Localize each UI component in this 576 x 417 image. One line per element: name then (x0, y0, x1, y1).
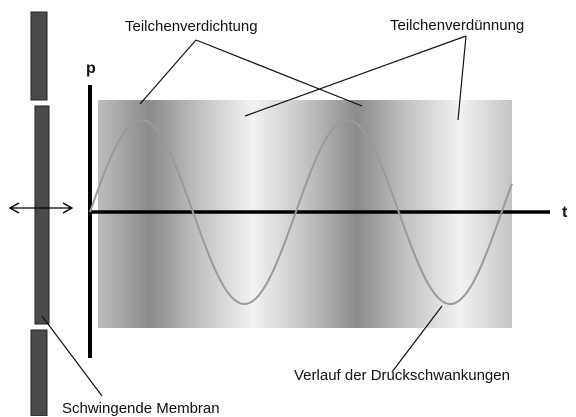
pressure-wave-curve (89, 118, 513, 306)
pressure-axis-label: p (86, 60, 96, 77)
membrane-segment-bottom (30, 329, 48, 416)
particle-density-field (98, 100, 512, 328)
leader-lines (41, 35, 467, 397)
membrane-label: Schwingende Membran (62, 400, 220, 417)
leader-rarefaction-1 (244, 35, 467, 117)
compression-label: Teilchenverdichtung (125, 18, 258, 35)
oscillation-arrow (8, 202, 74, 214)
leader-compression-2 (195, 39, 363, 107)
leader-compression-1 (139, 39, 197, 105)
rarefaction-label: Teilchenverdünnung (390, 17, 525, 34)
pressure-curve-label: Verlauf der Druckschwankungen (294, 367, 510, 384)
leader-rarefaction-2 (457, 35, 467, 121)
membrane-segment-middle (34, 105, 50, 325)
leader-membrane (41, 315, 103, 397)
leader-pressure-curve (391, 305, 443, 373)
membrane-segment-top (30, 11, 48, 101)
time-axis-label: t (562, 204, 568, 221)
